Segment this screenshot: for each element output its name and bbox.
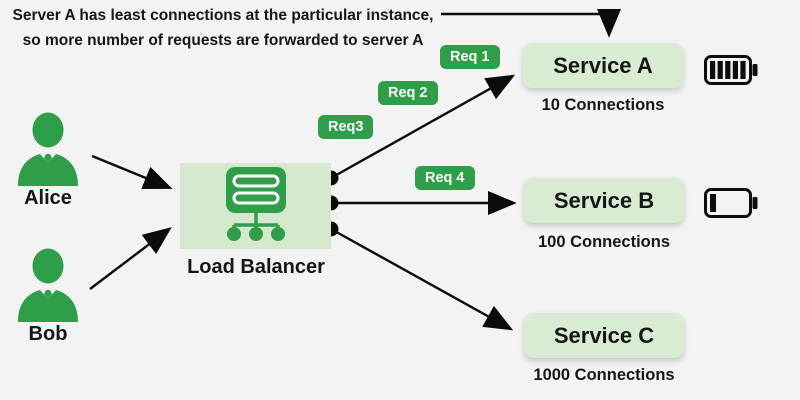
service-b-label: Service B <box>553 187 655 213</box>
load-balancer-label: Load Balancer <box>187 256 325 278</box>
annotation-line-1: Server A has least connections at the pa… <box>12 7 434 24</box>
battery-low-icon <box>704 188 758 223</box>
arrow-lb-to-service-c <box>330 227 514 331</box>
user-bob-label: Bob <box>28 323 68 345</box>
req-2-badge: Req 2 <box>378 81 438 105</box>
person-icon <box>18 248 78 322</box>
service-c-connections: 1000 Connections <box>533 366 675 384</box>
load-balancer-icon <box>225 167 286 241</box>
service-b-box: Service B <box>524 178 684 223</box>
service-a-box: Service A <box>523 43 683 88</box>
req-4-badge: Req 4 <box>415 166 475 190</box>
service-a-label: Service A <box>553 52 653 78</box>
req-1-badge: Req 1 <box>440 45 500 69</box>
arrow-bob-to-load-balancer <box>89 227 172 290</box>
annotation-line-2: so more number of requests are forwarded… <box>22 32 424 49</box>
load-balancer-box <box>180 163 331 249</box>
user-bob: Bob <box>14 248 82 346</box>
service-a-connections: 10 Connections <box>541 96 665 114</box>
service-c-box: Service C <box>524 313 684 358</box>
service-b-connections: 100 Connections <box>537 233 671 251</box>
service-c-label: Service C <box>553 322 655 348</box>
user-alice: Alice <box>14 112 82 210</box>
user-alice-label: Alice <box>24 187 72 209</box>
person-icon <box>18 112 78 186</box>
req-3-badge: Req3 <box>318 115 374 139</box>
annotation-text: Server A has least connections at the pa… <box>1 3 445 53</box>
arrow-alice-to-load-balancer <box>91 154 173 190</box>
battery-full-icon <box>704 55 758 90</box>
arrow-lb-to-service-a <box>330 74 516 180</box>
arrow-annotation-to-service-a <box>441 9 621 38</box>
